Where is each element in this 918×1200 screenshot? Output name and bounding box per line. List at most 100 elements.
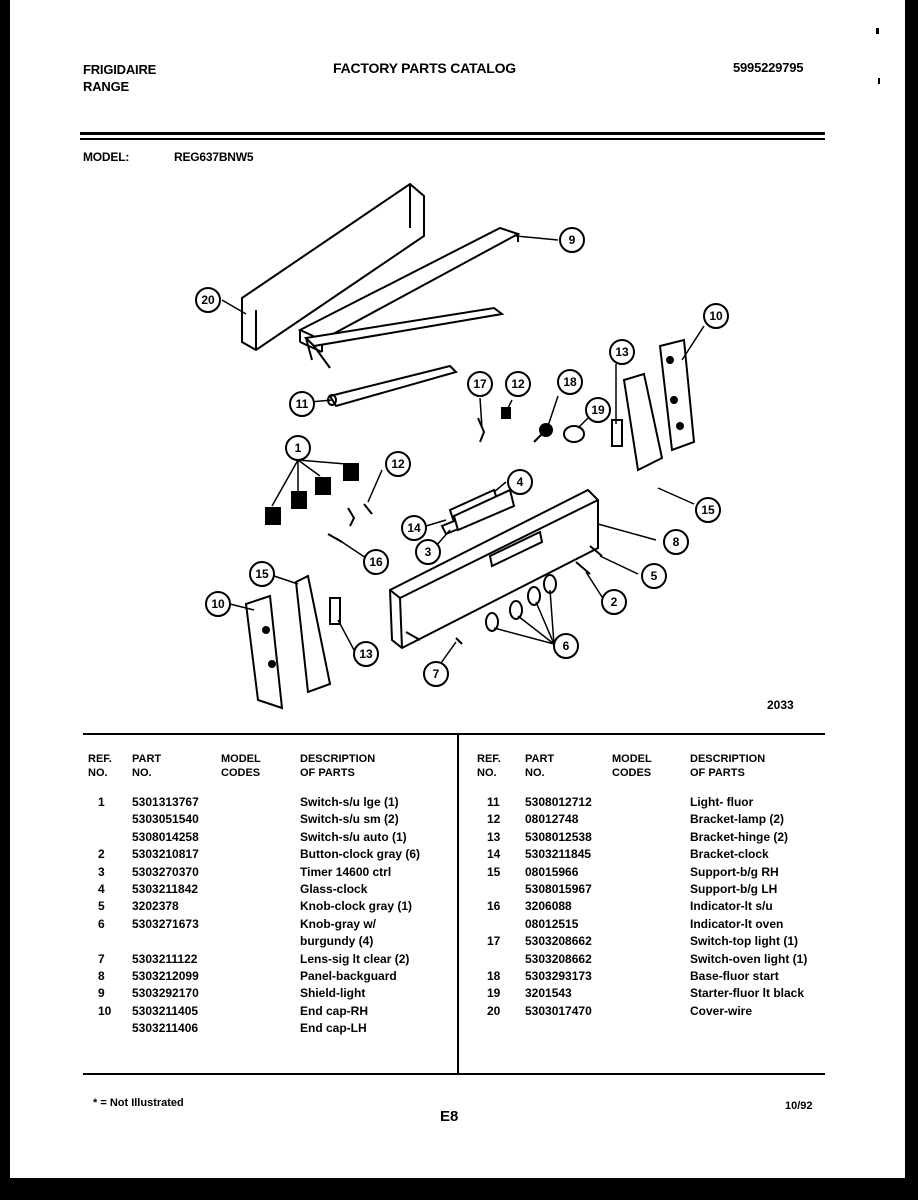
cell-part: 5303293173 bbox=[525, 968, 592, 983]
callout-13: 13 bbox=[353, 641, 379, 667]
callout-15: 15 bbox=[695, 497, 721, 523]
page-number: E8 bbox=[440, 1108, 459, 1125]
callout-15: 15 bbox=[249, 561, 275, 587]
cell-ref: 18 bbox=[487, 968, 501, 983]
cell-ref: 7 bbox=[98, 951, 105, 966]
callout-3: 3 bbox=[415, 539, 441, 565]
catalog-page: FRIGIDAIRE RANGE FACTORY PARTS CATALOG 5… bbox=[10, 0, 905, 1178]
callout-14: 14 bbox=[401, 515, 427, 541]
cell-ref: 5 bbox=[98, 899, 105, 914]
callout-9: 9 bbox=[559, 227, 585, 253]
header-rule-bottom bbox=[80, 138, 825, 140]
cell-desc: Button-clock gray (6) bbox=[300, 847, 421, 862]
cell-ref: 14 bbox=[487, 847, 501, 862]
cell-desc: Switch-s/u auto (1) bbox=[300, 829, 407, 844]
exploded-parts-diagram bbox=[221, 182, 705, 710]
callout-4: 4 bbox=[507, 469, 533, 495]
cell-desc: Support-b/g LH bbox=[690, 881, 778, 896]
table-row: 9 5303292170 Shield-light bbox=[88, 985, 448, 1002]
cell-desc: Bracket-clock bbox=[690, 847, 769, 862]
cell-desc: Panel-backguard bbox=[300, 968, 397, 983]
cover-wire-panel bbox=[241, 182, 425, 352]
cell-desc: Starter-fluor lt black bbox=[690, 986, 805, 1001]
cell-desc: burgundy (4) bbox=[300, 934, 374, 949]
cell-part: 5303271673 bbox=[132, 916, 199, 931]
model-label: MODEL: bbox=[83, 150, 130, 164]
callout-7: 7 bbox=[423, 661, 449, 687]
cell-desc: Bracket-lamp (2) bbox=[690, 812, 785, 827]
cell-desc: Knob-gray w/ bbox=[300, 916, 377, 931]
table-row: 18 5303293173 Base-fluor start bbox=[477, 968, 822, 985]
cell-desc: Support-b/g RH bbox=[690, 864, 779, 879]
cell-desc: Bracket-hinge (2) bbox=[690, 829, 789, 844]
right-header-part: PART NO. bbox=[525, 753, 555, 779]
cell-desc: Switch-s/u lge (1) bbox=[300, 795, 399, 809]
cell-ref: 8 bbox=[98, 968, 105, 983]
callout-20: 20 bbox=[195, 287, 221, 313]
cell-part: 3201543 bbox=[525, 986, 572, 1001]
callout-10: 10 bbox=[703, 303, 729, 329]
cell-ref: 15 bbox=[487, 864, 501, 879]
left-header-desc: DESCRIPTION OF PARTS bbox=[300, 753, 376, 779]
cell-part: 5308015967 bbox=[525, 881, 592, 896]
left-header-part: PART NO. bbox=[132, 753, 162, 779]
cell-part: 3206088 bbox=[525, 899, 572, 914]
cell-desc: Cover-wire bbox=[690, 1003, 753, 1018]
cell-desc: Knob-clock gray (1) bbox=[300, 899, 413, 914]
table-rule-top bbox=[83, 733, 825, 735]
cell-part: 5308014258 bbox=[132, 829, 199, 844]
catalog-number: 5995229795 bbox=[733, 60, 804, 75]
cell-part: 5303211122 bbox=[132, 951, 198, 966]
cell-desc: End cap-LH bbox=[300, 1021, 367, 1036]
cell-desc: Indicator-lt s/u bbox=[690, 899, 773, 914]
callout-5: 5 bbox=[641, 563, 667, 589]
cell-part: 5303211405 bbox=[132, 1003, 199, 1018]
cell-part: 5308012712 bbox=[525, 795, 592, 809]
table-row: burgundy (4) bbox=[88, 933, 448, 950]
cell-desc: Indicator-lt oven bbox=[690, 916, 784, 931]
catalog-title: FACTORY PARTS CATALOG bbox=[333, 60, 516, 76]
cell-desc: Timer 14600 ctrl bbox=[300, 864, 392, 879]
cell-desc: Switch-oven light (1) bbox=[690, 951, 808, 966]
scan-mark bbox=[878, 78, 880, 84]
cell-ref: 13 bbox=[487, 829, 501, 844]
cell-part: 5303270370 bbox=[132, 864, 199, 879]
product-type: RANGE bbox=[83, 79, 129, 94]
callout-8: 8 bbox=[663, 529, 689, 555]
callout-12: 12 bbox=[505, 371, 531, 397]
cell-part: 5303051540 bbox=[132, 812, 199, 827]
cell-ref: 12 bbox=[487, 812, 501, 827]
cell-part: 5303292170 bbox=[132, 986, 199, 1001]
callout-1: 1 bbox=[285, 435, 311, 461]
cell-ref: 1 bbox=[98, 795, 105, 809]
table-column-divider bbox=[457, 733, 459, 1073]
cell-ref: 9 bbox=[98, 986, 105, 1001]
cell-part: 5303211842 bbox=[132, 881, 199, 896]
cell-desc: Glass-clock bbox=[300, 881, 368, 896]
cell-desc: Base-fluor start bbox=[690, 968, 779, 983]
cell-ref: 19 bbox=[487, 986, 501, 1001]
brand-name: FRIGIDAIRE bbox=[83, 62, 157, 77]
callout-16: 16 bbox=[363, 549, 389, 575]
cell-desc: End cap-RH bbox=[300, 1003, 369, 1018]
backguard-panel bbox=[388, 488, 599, 650]
callout-12: 12 bbox=[385, 451, 411, 477]
figure-number: 2033 bbox=[767, 698, 794, 712]
cell-desc: Shield-light bbox=[300, 986, 366, 1001]
